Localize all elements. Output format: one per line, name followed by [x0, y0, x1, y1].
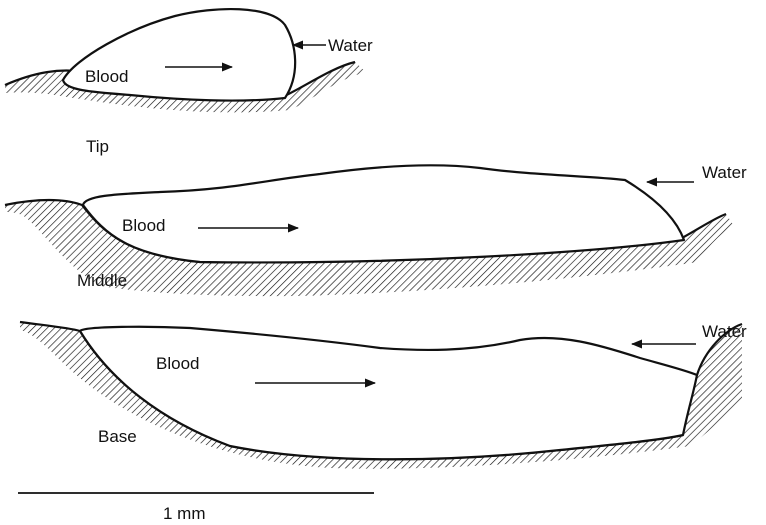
base-water-label: Water	[702, 322, 747, 341]
middle-water-label: Water	[702, 163, 747, 182]
base-section: Blood Water Base	[20, 322, 747, 469]
tip-water-label: Water	[328, 36, 373, 55]
base-section-label: Base	[98, 427, 137, 446]
middle-blood-label: Blood	[122, 216, 165, 235]
tip-blood-label: Blood	[85, 67, 128, 86]
middle-section-label: Middle	[77, 271, 127, 290]
base-blood-label: Blood	[156, 354, 199, 373]
tip-blood-space	[63, 9, 295, 101]
middle-section: Blood Water Middle	[5, 163, 747, 296]
base-blood-space	[80, 327, 697, 460]
scale-bar: 1 mm	[18, 493, 374, 523]
scale-bar-label: 1 mm	[163, 504, 206, 523]
tip-section-label: Tip	[86, 137, 109, 156]
tip-section: Blood Water Tip	[5, 9, 373, 156]
middle-blood-space	[83, 165, 684, 262]
